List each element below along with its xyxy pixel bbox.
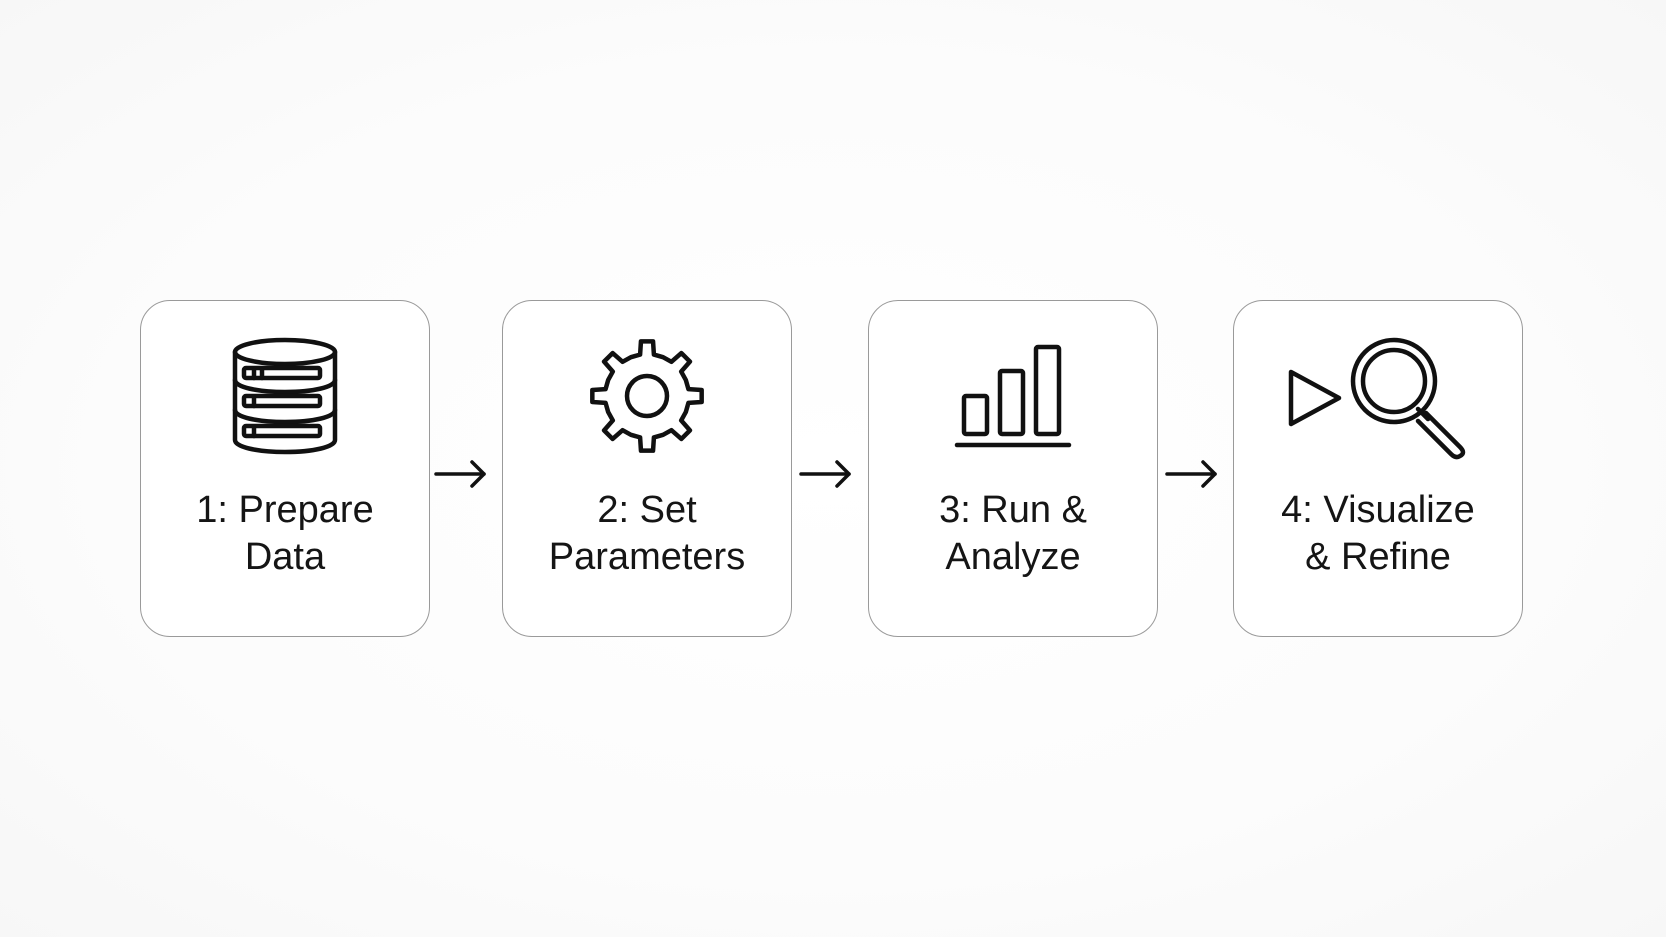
step-card-set-parameters: 2: Set Parameters bbox=[502, 300, 792, 637]
step-card-visualize-refine: 4: Visualize & Refine bbox=[1233, 300, 1523, 637]
magnifier-icon bbox=[1350, 337, 1466, 460]
bar-chart-icon bbox=[869, 331, 1157, 461]
step-2-subtitle: Parameters bbox=[548, 536, 746, 578]
step-4-title: 4: Visualize bbox=[1281, 489, 1475, 531]
step-3-subtitle: Analyze bbox=[945, 536, 1081, 578]
step-1-subtitle: Data bbox=[244, 536, 326, 578]
step-4-subtitle: & Refine bbox=[1305, 536, 1451, 578]
step-3-title: 3: Run & bbox=[939, 489, 1087, 531]
database-icon bbox=[141, 331, 429, 461]
step-2-title: 2: Set bbox=[597, 489, 697, 531]
step-card-run-analyze: 3: Run & Analyze bbox=[868, 300, 1158, 637]
play-magnifier-icon bbox=[1234, 331, 1522, 461]
step-1-title: 1: Prepare bbox=[196, 489, 374, 531]
arrow-right-icon bbox=[434, 459, 488, 489]
step-card-prepare-data: 1: Prepare Data bbox=[140, 300, 430, 637]
gear-icon bbox=[503, 331, 791, 461]
play-icon bbox=[1288, 369, 1342, 427]
arrow-right-icon bbox=[1165, 459, 1219, 489]
arrow-right-icon bbox=[799, 459, 853, 489]
